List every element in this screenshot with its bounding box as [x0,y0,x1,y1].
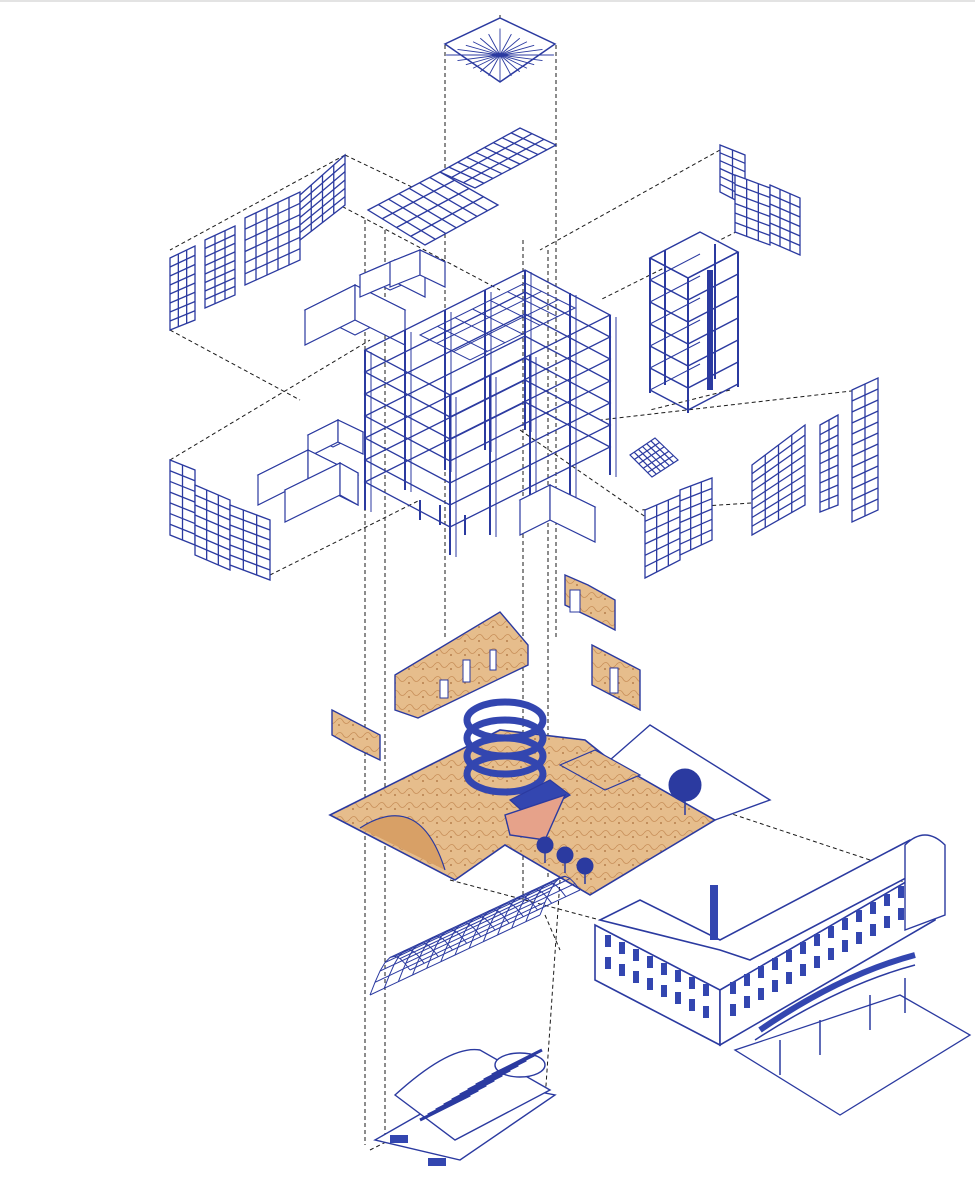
gridshell-canopy [369,875,581,996]
trees [536,768,702,884]
plaza-with-spiral-ramp [328,698,772,896]
small-box-volume [518,484,597,543]
historic-building [594,834,946,1047]
platform-canopy [733,952,972,1116]
roof-grid-panel [366,127,558,246]
tower-structure [648,231,740,413]
right-upper-facade-panel [719,144,801,256]
top-border [0,0,975,2]
auditorium-section [373,1048,557,1166]
right-lower-facade-panels [644,376,879,580]
left-lower-volumes [256,419,365,523]
small-stair-panel [629,437,679,478]
left-lower-facade-panel [169,459,271,581]
structural-frame [363,269,617,557]
roof-skylight [443,17,557,83]
left-upper-volumes [303,249,447,346]
left-upper-facade-panel [169,153,346,331]
earth-wall-panels [331,573,641,762]
